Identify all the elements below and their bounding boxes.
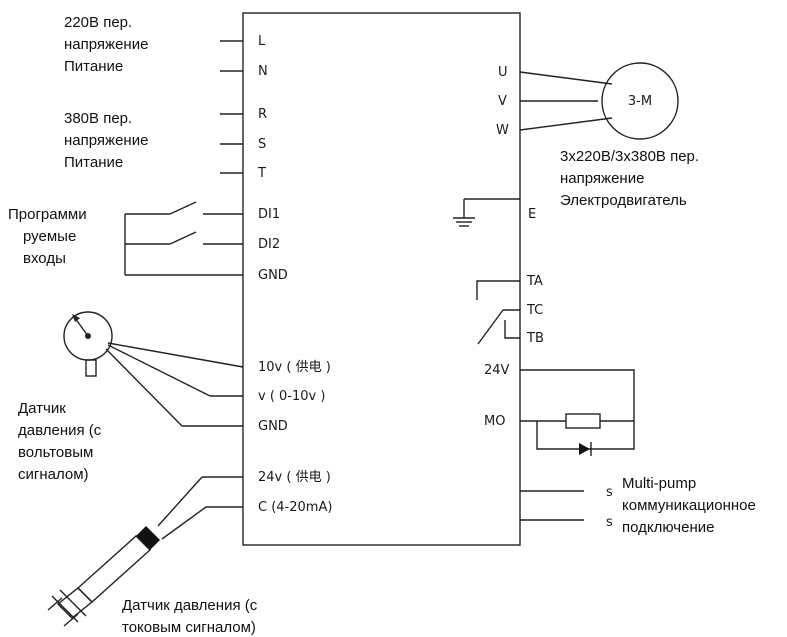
svg-text:коммуникационное: коммуникационное bbox=[622, 497, 756, 514]
svg-text:Электродвигатель: Электродвигатель bbox=[560, 192, 687, 209]
terminal-S: S bbox=[258, 137, 266, 152]
terminal-GND-1: GND bbox=[258, 268, 288, 283]
caption-current-sensor: Датчик давления (с токовым сигналом) bbox=[122, 597, 258, 636]
svg-text:напряжение: напряжение bbox=[560, 170, 644, 187]
svg-text:входы: входы bbox=[23, 250, 66, 267]
multipump-mark-2: s bbox=[606, 515, 613, 530]
inverter-box bbox=[242, 12, 521, 546]
terminal-TA: TA bbox=[526, 274, 543, 289]
svg-text:380В пер.: 380В пер. bbox=[64, 110, 132, 127]
terminal-R: R bbox=[258, 107, 267, 122]
svg-text:Питание: Питание bbox=[64, 58, 123, 75]
svg-text:220В пер.: 220В пер. bbox=[64, 14, 132, 31]
motor-symbol bbox=[601, 62, 679, 140]
svg-text:Multi-pump: Multi-pump bbox=[622, 475, 696, 492]
terminal-T: T bbox=[257, 166, 266, 181]
svg-text:давления (с: давления (с bbox=[18, 422, 102, 439]
terminal-W: W bbox=[496, 123, 509, 138]
svg-text:руемые: руемые bbox=[23, 228, 76, 245]
terminal-10v: 10v ( 供电 ) bbox=[258, 360, 331, 375]
terminal-L: L bbox=[258, 34, 266, 49]
ground-symbol bbox=[453, 198, 520, 227]
terminal-TB: TB bbox=[526, 331, 544, 346]
caption-programmable-inputs: Программи руемые входы bbox=[8, 206, 87, 267]
programmable-inputs-circuit bbox=[124, 201, 243, 276]
svg-text:напряжение: напряжение bbox=[64, 36, 148, 53]
terminal-U: U bbox=[498, 65, 508, 80]
svg-text:напряжение: напряжение bbox=[64, 132, 148, 149]
svg-text:3х220В/3х380В пер.: 3х220В/3х380В пер. bbox=[560, 148, 699, 165]
terminal-0-10v: v ( 0-10v ) bbox=[258, 389, 325, 404]
terminal-4-20mA: C (4-20mA) bbox=[258, 500, 332, 515]
svg-text:Питание: Питание bbox=[64, 154, 123, 171]
caption-380v-supply: 380В пер. напряжение Питание bbox=[64, 110, 148, 171]
terminal-24V: 24V bbox=[484, 363, 510, 378]
current-pressure-sensor bbox=[47, 476, 243, 627]
caption-voltage-sensor: Датчик давления (с вольтовым сигналом) bbox=[18, 400, 102, 483]
caption-multipump: Multi-pump коммуникационное подключение bbox=[622, 475, 756, 536]
svg-text:Датчик: Датчик bbox=[18, 400, 66, 417]
relay-contacts bbox=[476, 280, 520, 345]
motor-label: 3-M bbox=[628, 94, 652, 109]
caption-motor: 3х220В/3х380В пер. напряжение Электродви… bbox=[560, 148, 699, 209]
svg-text:подключение: подключение bbox=[622, 519, 714, 536]
svg-text:сигналом): сигналом) bbox=[18, 466, 89, 483]
voltage-pressure-sensor bbox=[63, 311, 244, 427]
resistor bbox=[565, 413, 601, 429]
terminal-DI2: DI2 bbox=[258, 237, 280, 252]
svg-text:Программи: Программи bbox=[8, 206, 87, 223]
terminal-24v-supply: 24v ( 供电 ) bbox=[258, 470, 331, 485]
multipump-mark-1: s bbox=[606, 485, 613, 500]
terminal-MO: MO bbox=[484, 414, 505, 429]
terminal-E: E bbox=[528, 207, 536, 222]
diode bbox=[579, 443, 590, 455]
terminal-DI1: DI1 bbox=[258, 207, 280, 222]
motor-circuit bbox=[519, 62, 679, 140]
svg-text:токовым сигналом): токовым сигналом) bbox=[122, 619, 256, 636]
terminal-V: V bbox=[498, 94, 507, 109]
svg-text:Датчик давления (с: Датчик давления (с bbox=[122, 597, 258, 614]
terminal-GND-2: GND bbox=[258, 419, 288, 434]
svg-text:вольтовым: вольтовым bbox=[18, 444, 93, 461]
caption-220v-supply: 220В пер. напряжение Питание bbox=[64, 14, 148, 75]
output-24v-mo-circuit bbox=[520, 369, 635, 456]
terminal-N: N bbox=[258, 64, 268, 79]
terminal-TC: TC bbox=[526, 303, 543, 318]
